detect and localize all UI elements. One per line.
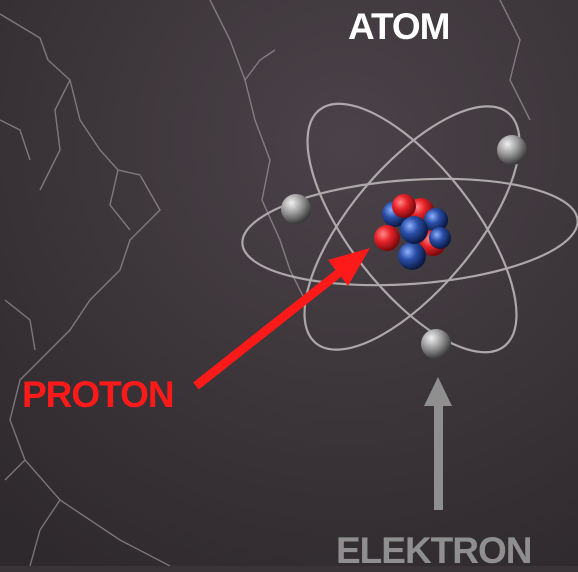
proton-particle <box>374 225 400 251</box>
proton-particle <box>392 194 416 218</box>
orbit-tilt-left <box>303 105 521 351</box>
proton-arrow <box>193 248 370 390</box>
neutron-particle <box>429 227 451 249</box>
electron-icon <box>281 194 311 224</box>
nucleus-icon <box>374 194 451 270</box>
diagram-title: ATOM <box>348 6 451 47</box>
proton-label: PROTON <box>22 374 175 415</box>
neutron-particle <box>398 242 426 270</box>
electrons <box>281 135 527 359</box>
electron-arrow <box>424 377 452 510</box>
neutron-particle <box>400 216 428 244</box>
elektron-label: ELEKTRON <box>336 530 532 571</box>
orbit-paths <box>241 102 578 354</box>
orbit-tilt-right <box>306 102 518 354</box>
neutron-particle <box>424 208 448 232</box>
lightning-icon <box>0 0 531 566</box>
electron-icon <box>497 135 527 165</box>
electron-icon <box>421 329 451 359</box>
